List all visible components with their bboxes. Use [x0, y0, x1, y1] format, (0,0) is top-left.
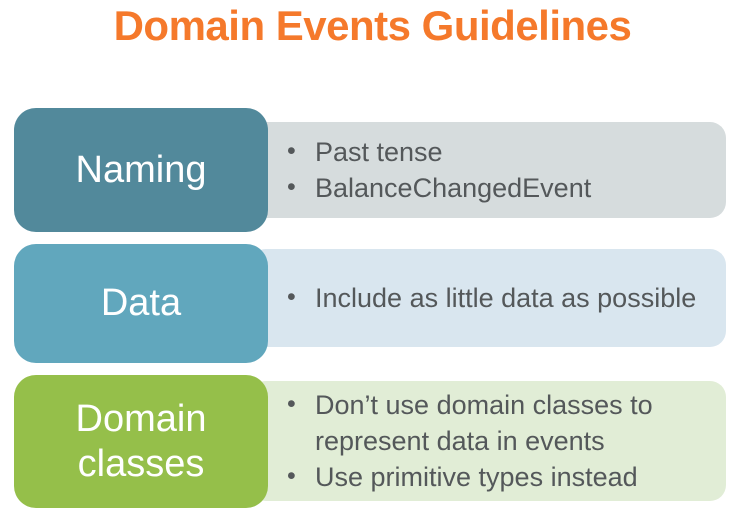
- bullet-list: Don’t use domain classes to represent da…: [250, 386, 726, 495]
- domain-classes-details-panel: Don’t use domain classes to represent da…: [250, 381, 726, 501]
- data-details-panel: Include as little data as possible: [250, 249, 726, 347]
- category-label-naming: Naming: [14, 108, 268, 232]
- bullet-list: Past tense BalanceChangedEvent: [250, 133, 726, 206]
- bullet-item: Past tense: [285, 133, 702, 170]
- category-label-data: Data: [14, 244, 268, 363]
- category-label-text: Naming: [75, 148, 207, 191]
- page-title: Domain Events Guidelines: [113, 2, 632, 49]
- category-label-text: Domain classes: [75, 397, 207, 485]
- bullet-item: BalanceChangedEvent: [285, 169, 702, 206]
- bullet-list: Include as little data as possible: [250, 279, 726, 316]
- category-label-domain-classes: Domain classes: [14, 375, 268, 508]
- category-label-text: Data: [100, 282, 182, 325]
- bullet-item: Include as little data as possible: [285, 279, 702, 316]
- naming-details-panel: Past tense BalanceChangedEvent: [250, 122, 726, 218]
- bullet-item: Use primitive types instead: [285, 458, 702, 495]
- bullet-item: Don’t use domain classes to represent da…: [285, 386, 702, 459]
